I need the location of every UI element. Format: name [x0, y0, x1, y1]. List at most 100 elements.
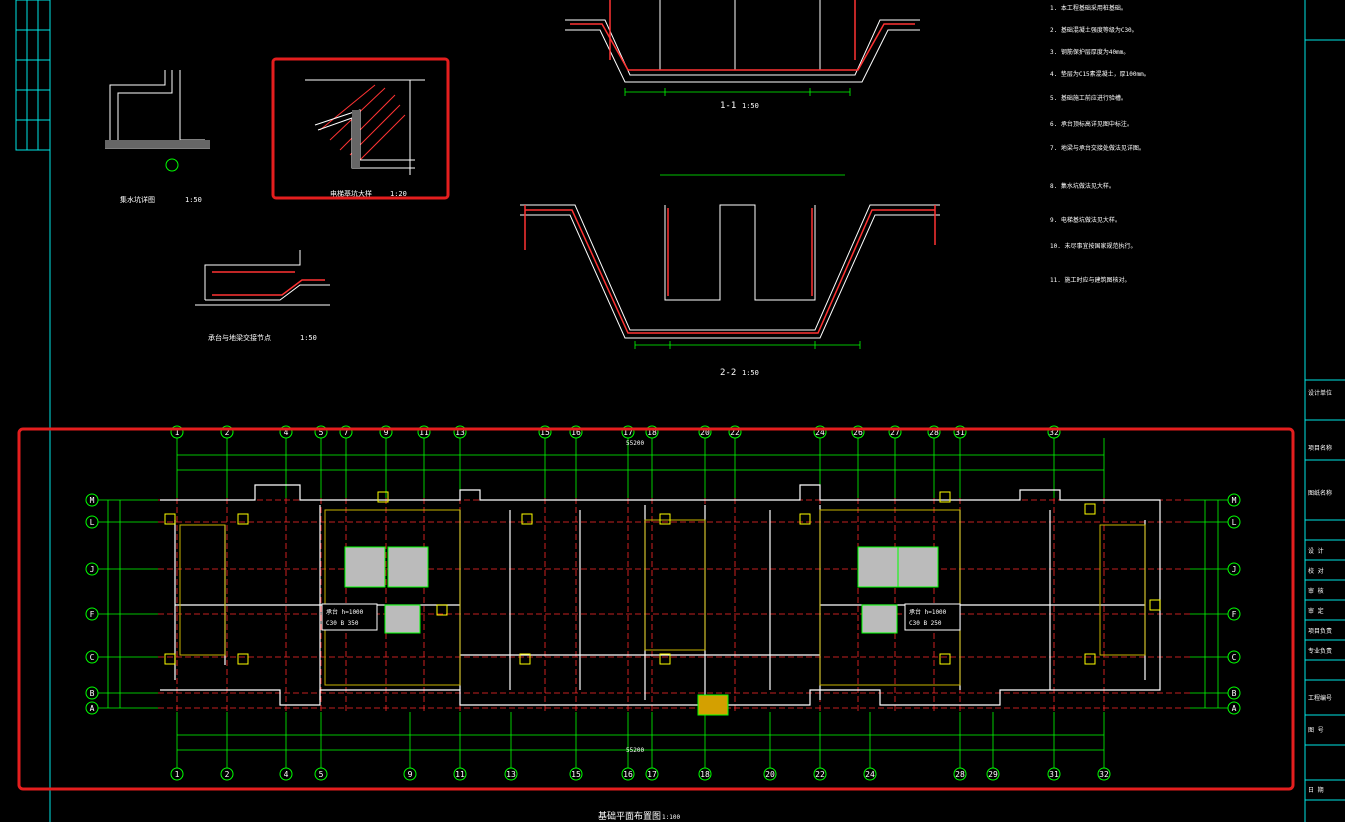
axis-bubble-right-label: M	[1232, 496, 1237, 505]
detail-a-label: 集水坑详图	[120, 195, 155, 204]
selection-box-plan[interactable]	[17, 427, 1295, 791]
detail-c-label: 承台与地梁交接节点	[208, 333, 271, 342]
axis-bubble-right-label: L	[1232, 518, 1237, 527]
detail-joint: 承台与地梁交接节点 1:50	[195, 250, 330, 342]
note-line: 6. 承台顶标高详见图中标注。	[1050, 120, 1133, 128]
axis-bubble-right-label: F	[1232, 610, 1237, 619]
axis-bubble-left	[85, 650, 99, 664]
axis-bubble-bottom-label: 9	[408, 770, 413, 779]
axis-bubble-top-label: 26	[853, 428, 863, 437]
axis-bubble-right	[1227, 650, 1241, 664]
detail-b-label: 电梯基坑大样	[330, 189, 372, 198]
note-line: 5. 基础施工前应进行验槽。	[1050, 94, 1127, 102]
axis-bubble-right	[1227, 562, 1241, 576]
detail-b-scale: 1:20	[390, 190, 407, 198]
axis-bubble-bottom-label: 22	[815, 770, 825, 779]
axis-bubble-left-label: J	[90, 565, 95, 574]
section-1-scale: 1:50	[742, 102, 759, 110]
axis-bubble-bottom-label: 2	[225, 770, 230, 779]
callout-left: 承台 h=1000 C30 B 350	[321, 603, 378, 631]
axis-bubble-bottom	[314, 767, 328, 781]
title-block-field: 审 定	[1308, 607, 1324, 615]
plan-foundation-beams	[179, 509, 1146, 686]
axis-bubble-bottom-label: 1	[175, 770, 180, 779]
axis-bubble-bottom	[645, 767, 659, 781]
axis-bubble-top-label: 20	[700, 428, 710, 437]
section-1-1: 1-1 1:50	[565, 0, 920, 111]
axis-bubble-top-label: 28	[929, 428, 939, 437]
note-line: 1. 本工程基础采用桩基础。	[1050, 4, 1127, 12]
axis-bubble-top-label: 27	[890, 428, 900, 437]
axis-bubble-bottom	[698, 767, 712, 781]
general-notes: 1. 本工程基础采用桩基础。 2. 基础混凝土强度等级为C30。 3. 钢筋保护…	[1050, 4, 1150, 284]
pit-wall	[352, 110, 360, 168]
title-block-field: 设 计	[1308, 547, 1324, 555]
axis-bubble-top-label: 13	[455, 428, 465, 437]
axis-bubble-top-label: 5	[319, 428, 324, 437]
title-block-field: 图 号	[1308, 727, 1324, 734]
axis-bubble-bottom	[763, 767, 777, 781]
overall-dimension-top: 55200	[626, 440, 644, 447]
axis-bubble-bottom	[621, 767, 635, 781]
axis-bubble-bottom-label: 18	[700, 770, 710, 779]
axis-bubble-bottom	[1047, 767, 1061, 781]
axis-bubble-left	[85, 701, 99, 715]
axis-bubble-right	[1227, 686, 1241, 700]
columns	[164, 491, 1161, 665]
axis-bubble-left	[85, 686, 99, 700]
axis-bubble-bottom	[504, 767, 518, 781]
title-block-field: 审 核	[1308, 587, 1324, 595]
axis-bubble-bottom-label: 28	[955, 770, 965, 779]
callout-left-line1: 承台 h=1000	[326, 608, 364, 616]
axis-bubble-top-label: 9	[384, 428, 389, 437]
callout-right-line1: 承台 h=1000	[909, 608, 947, 616]
axis-bubble-left-label: C	[90, 653, 95, 662]
axis-bubble-bottom	[403, 767, 417, 781]
axis-bubble-bottom-label: 5	[319, 770, 324, 779]
axis-bubble-right-label: B	[1232, 689, 1237, 698]
axis-bubble-bottom	[1097, 767, 1111, 781]
section-2-2: 2-2 1:50	[520, 174, 940, 378]
note-line: 8. 集水坑做法见大样。	[1050, 182, 1115, 190]
title-block-field: 校 对	[1308, 567, 1324, 575]
section-1-label: 1-1	[720, 101, 736, 111]
axis-bubble-bottom-label: 20	[765, 770, 775, 779]
overall-dimension: 55200	[626, 747, 644, 754]
title-block-field: 工程编号	[1308, 694, 1332, 702]
foundation-plan: 承台 h=1000 C30 B 350 承台 h=1000 C30 B 250 …	[85, 425, 1241, 781]
note-line: 2. 基础混凝土强度等级为C30。	[1050, 26, 1138, 34]
axis-bubble-right-label: A	[1232, 704, 1237, 713]
note-line: 9. 电梯基坑做法见大样。	[1050, 216, 1121, 224]
drawing-frame	[15, 0, 1306, 822]
title-block-field: 项目名称	[1308, 444, 1332, 452]
plan-scale: 1:100	[662, 814, 680, 821]
title-block-field: 日 期	[1308, 786, 1324, 794]
note-line: 7. 地梁与承台交接处做法见详图。	[1050, 144, 1145, 152]
axis-bubble-top-label: 17	[623, 428, 633, 437]
selection-box-detail[interactable]	[271, 57, 450, 200]
callout-right-line2: C30 B 250	[909, 620, 942, 627]
axis-bubble-bottom	[279, 767, 293, 781]
axis-bubble-right	[1227, 607, 1241, 621]
axis-bubble-bottom-label: 17	[647, 770, 657, 779]
axis-bubble-bottom-label: 31	[1049, 770, 1059, 779]
axis-bubble-bottom	[953, 767, 967, 781]
axis-bubble-left-label: B	[90, 689, 95, 698]
axis-bubble-bottom	[453, 767, 467, 781]
axis-bubble-bottom-label: 29	[988, 770, 998, 779]
axis-bubble-right	[1227, 515, 1241, 529]
axis-bubble-right-label: J	[1232, 565, 1237, 574]
axis-bubble-bottom-label: 11	[455, 770, 465, 779]
axis-bubble-bottom	[569, 767, 583, 781]
section-2-scale: 1:50	[742, 369, 759, 377]
title-block: 设计单位 项目名称 图纸名称 设 计 校 对 审 核 审 定 项目负责 专业负责…	[1305, 39, 1345, 801]
title-block-field: 设计单位	[1308, 389, 1332, 397]
axis-bubble-top-label: 4	[284, 428, 289, 437]
title-block-field: 专业负责	[1308, 647, 1332, 655]
axis-bubble-left	[85, 562, 99, 576]
axis-bubble-top-label: 18	[647, 428, 657, 437]
axis-bubble-left-label: M	[90, 496, 95, 505]
